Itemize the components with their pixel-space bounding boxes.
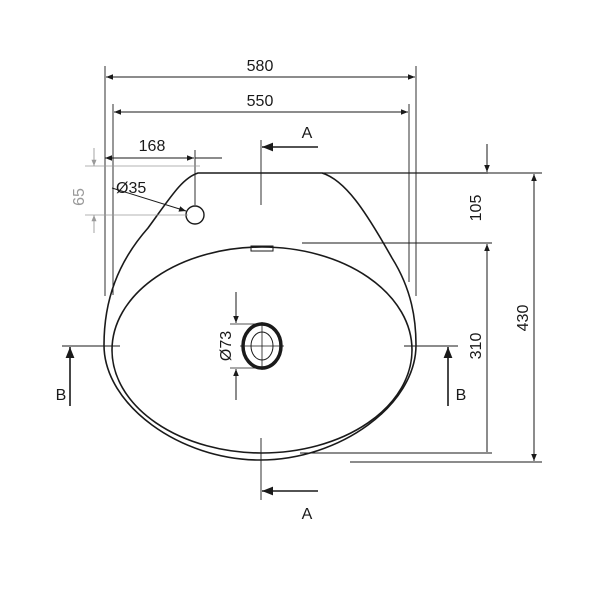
dimension-tap-offset <box>105 150 222 205</box>
sink-outer-outline <box>103 172 417 461</box>
tap-hole <box>185 205 205 225</box>
section-label-b-left: B <box>56 387 67 404</box>
section-label-a-bottom: A <box>302 506 313 523</box>
dimension-overall-depth <box>350 172 542 463</box>
dim-168: 168 <box>139 138 166 155</box>
dimension-tap-vertical <box>85 148 200 233</box>
dim-65: 65 <box>71 188 88 206</box>
dim-105: 105 <box>468 195 485 222</box>
dimension-drain <box>230 292 256 400</box>
section-b-right-marker <box>404 345 458 406</box>
dimension-bowl-depth <box>300 244 492 454</box>
section-label-a-top: A <box>302 125 313 142</box>
dim-580: 580 <box>247 58 274 75</box>
drain <box>240 322 284 370</box>
section-b-left-marker <box>62 345 120 406</box>
dim-tap-diameter: Ø35 <box>116 180 146 197</box>
section-label-b-right: B <box>456 387 467 404</box>
dimension-back-depth <box>302 144 492 272</box>
dimension-overall-width <box>104 66 417 296</box>
overflow-slot <box>250 245 274 252</box>
section-a-bottom-marker <box>260 438 318 500</box>
section-a-top-marker <box>260 140 318 205</box>
bowl-inner-outline <box>111 246 413 454</box>
dim-310: 310 <box>468 333 485 360</box>
dim-drain-diameter: Ø73 <box>218 331 235 361</box>
leader-tap-hole <box>111 187 187 212</box>
dim-430: 430 <box>515 305 532 332</box>
dim-550: 550 <box>247 93 274 110</box>
dimension-bowl-width <box>112 104 410 295</box>
